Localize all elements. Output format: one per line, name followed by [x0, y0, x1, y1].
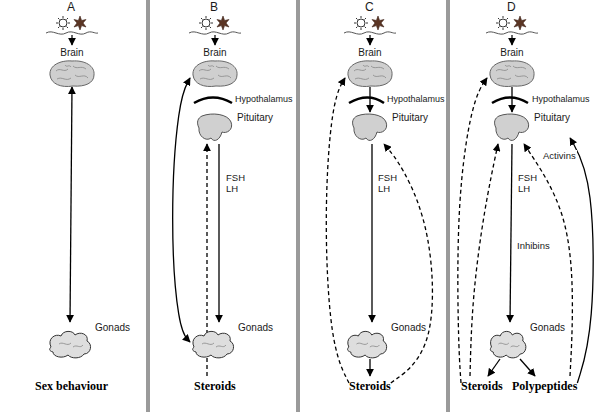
organ-texture: [199, 65, 231, 79]
hypothalamus-arc: [349, 98, 384, 104]
organ-outline: [198, 114, 232, 140]
node-label: Brain: [500, 47, 523, 59]
node-label: Sex behaviour: [35, 379, 108, 393]
environment-cue: [46, 16, 98, 45]
brain-node: Brain: [345, 47, 395, 87]
node-label: Steroids: [194, 379, 236, 393]
node-label: Gonads: [391, 322, 426, 334]
organ-outline: [495, 114, 529, 140]
brain-drawing: [47, 59, 97, 87]
organ-outline: [193, 61, 237, 87]
organ-outline: [348, 61, 392, 87]
output-node: Steroids: [461, 376, 503, 394]
pituitary-drawing: [493, 112, 531, 144]
hormone-label: Activins: [542, 150, 577, 161]
brain-drawing: [190, 59, 240, 87]
output-node: Steroids: [349, 376, 391, 394]
feedback-arrow: [326, 78, 349, 383]
brain-node: Brain: [487, 47, 537, 87]
node-label: Polypeptides: [512, 379, 577, 393]
brain-node: Brain: [190, 47, 240, 87]
hypothalamus-arc: [492, 98, 528, 104]
hormone-arrow: [173, 78, 190, 342]
hormone-arrow: [70, 87, 72, 322]
organ-texture: [202, 343, 226, 347]
hormone-arrow: [218, 144, 219, 322]
organ-outline: [348, 331, 387, 358]
gonad-drawing: [47, 329, 93, 359]
hormone-arrow: [510, 144, 512, 322]
organ-outline: [353, 114, 387, 140]
hormone-arrow: [369, 87, 370, 112]
organ-outline: [193, 331, 234, 358]
organ-texture: [59, 343, 83, 347]
pituitary-node: Pituitary: [493, 112, 570, 144]
environment-cue: [486, 16, 538, 45]
structure-label: Hypothalamus: [235, 94, 293, 105]
node-label: Brain: [60, 47, 83, 59]
hormone-arrow: [511, 87, 512, 112]
hormone-arrow: [369, 359, 370, 376]
node-label: Steroids: [349, 379, 391, 393]
gonad-drawing: [190, 329, 236, 359]
gonad-node: Gonads: [488, 322, 565, 359]
organ-texture: [354, 65, 386, 79]
organ-texture: [356, 343, 379, 347]
brain-drawing: [345, 59, 395, 87]
panel-letter: C: [365, 0, 374, 14]
node-label: Gonads: [95, 322, 130, 334]
organ-outline: [490, 61, 534, 87]
environment-cue: [189, 16, 241, 45]
panel-letter: A: [67, 0, 75, 14]
hypothalamus-arc: [194, 98, 232, 104]
pituitary-node: Pituitary: [196, 112, 273, 144]
panel-letter: B: [210, 0, 218, 14]
brain-node: Brain: [47, 47, 97, 87]
hormone-arrow: [371, 144, 372, 322]
panel-separator: [296, 0, 300, 412]
hormone-arrow: [488, 359, 500, 376]
organ-texture: [496, 65, 528, 79]
structure-label: Hypothalamus: [387, 94, 445, 105]
organ-texture: [498, 343, 519, 347]
node-label: Pituitary: [237, 112, 273, 124]
gonad-drawing: [345, 329, 389, 359]
hormone-arrow: [570, 138, 593, 383]
hormone-label: Inhibins: [516, 240, 551, 251]
gonad-node: Gonads: [345, 322, 426, 359]
node-label: Pituitary: [392, 112, 428, 124]
node-label: Steroids: [461, 379, 503, 393]
organ-texture: [56, 65, 88, 79]
structure-label: Hypothalamus: [532, 94, 590, 105]
pituitary-drawing: [351, 112, 389, 144]
panel-separator: [446, 0, 450, 412]
node-label: Brain: [358, 47, 381, 59]
organ-outline: [50, 61, 94, 87]
hormone-label: FSH LH: [377, 172, 398, 194]
gonad-drawing: [488, 329, 528, 359]
gonad-node: Gonads: [47, 322, 130, 359]
node-label: Brain: [203, 47, 226, 59]
node-label: Pituitary: [534, 112, 570, 124]
hormone-label: FSH LH: [517, 172, 538, 194]
hormone-label: FSH LH: [225, 172, 246, 194]
pituitary-node: Pituitary: [351, 112, 428, 144]
node-label: Gonads: [530, 322, 565, 334]
node-label: Gonads: [238, 322, 273, 334]
panel-separator: [146, 0, 150, 412]
environment-cue: [344, 16, 396, 45]
hormone-arrow: [520, 359, 535, 376]
panel-letter: D: [507, 0, 516, 14]
output-node: Polypeptides: [512, 376, 577, 394]
output-node: Sex behaviour: [35, 376, 108, 394]
organ-outline: [50, 331, 91, 358]
gonad-node: Gonads: [190, 322, 273, 359]
brain-drawing: [487, 59, 537, 87]
organ-outline: [490, 331, 526, 358]
pituitary-drawing: [196, 112, 234, 144]
feedback-arrow: [458, 78, 487, 383]
output-node: Steroids: [194, 376, 236, 394]
